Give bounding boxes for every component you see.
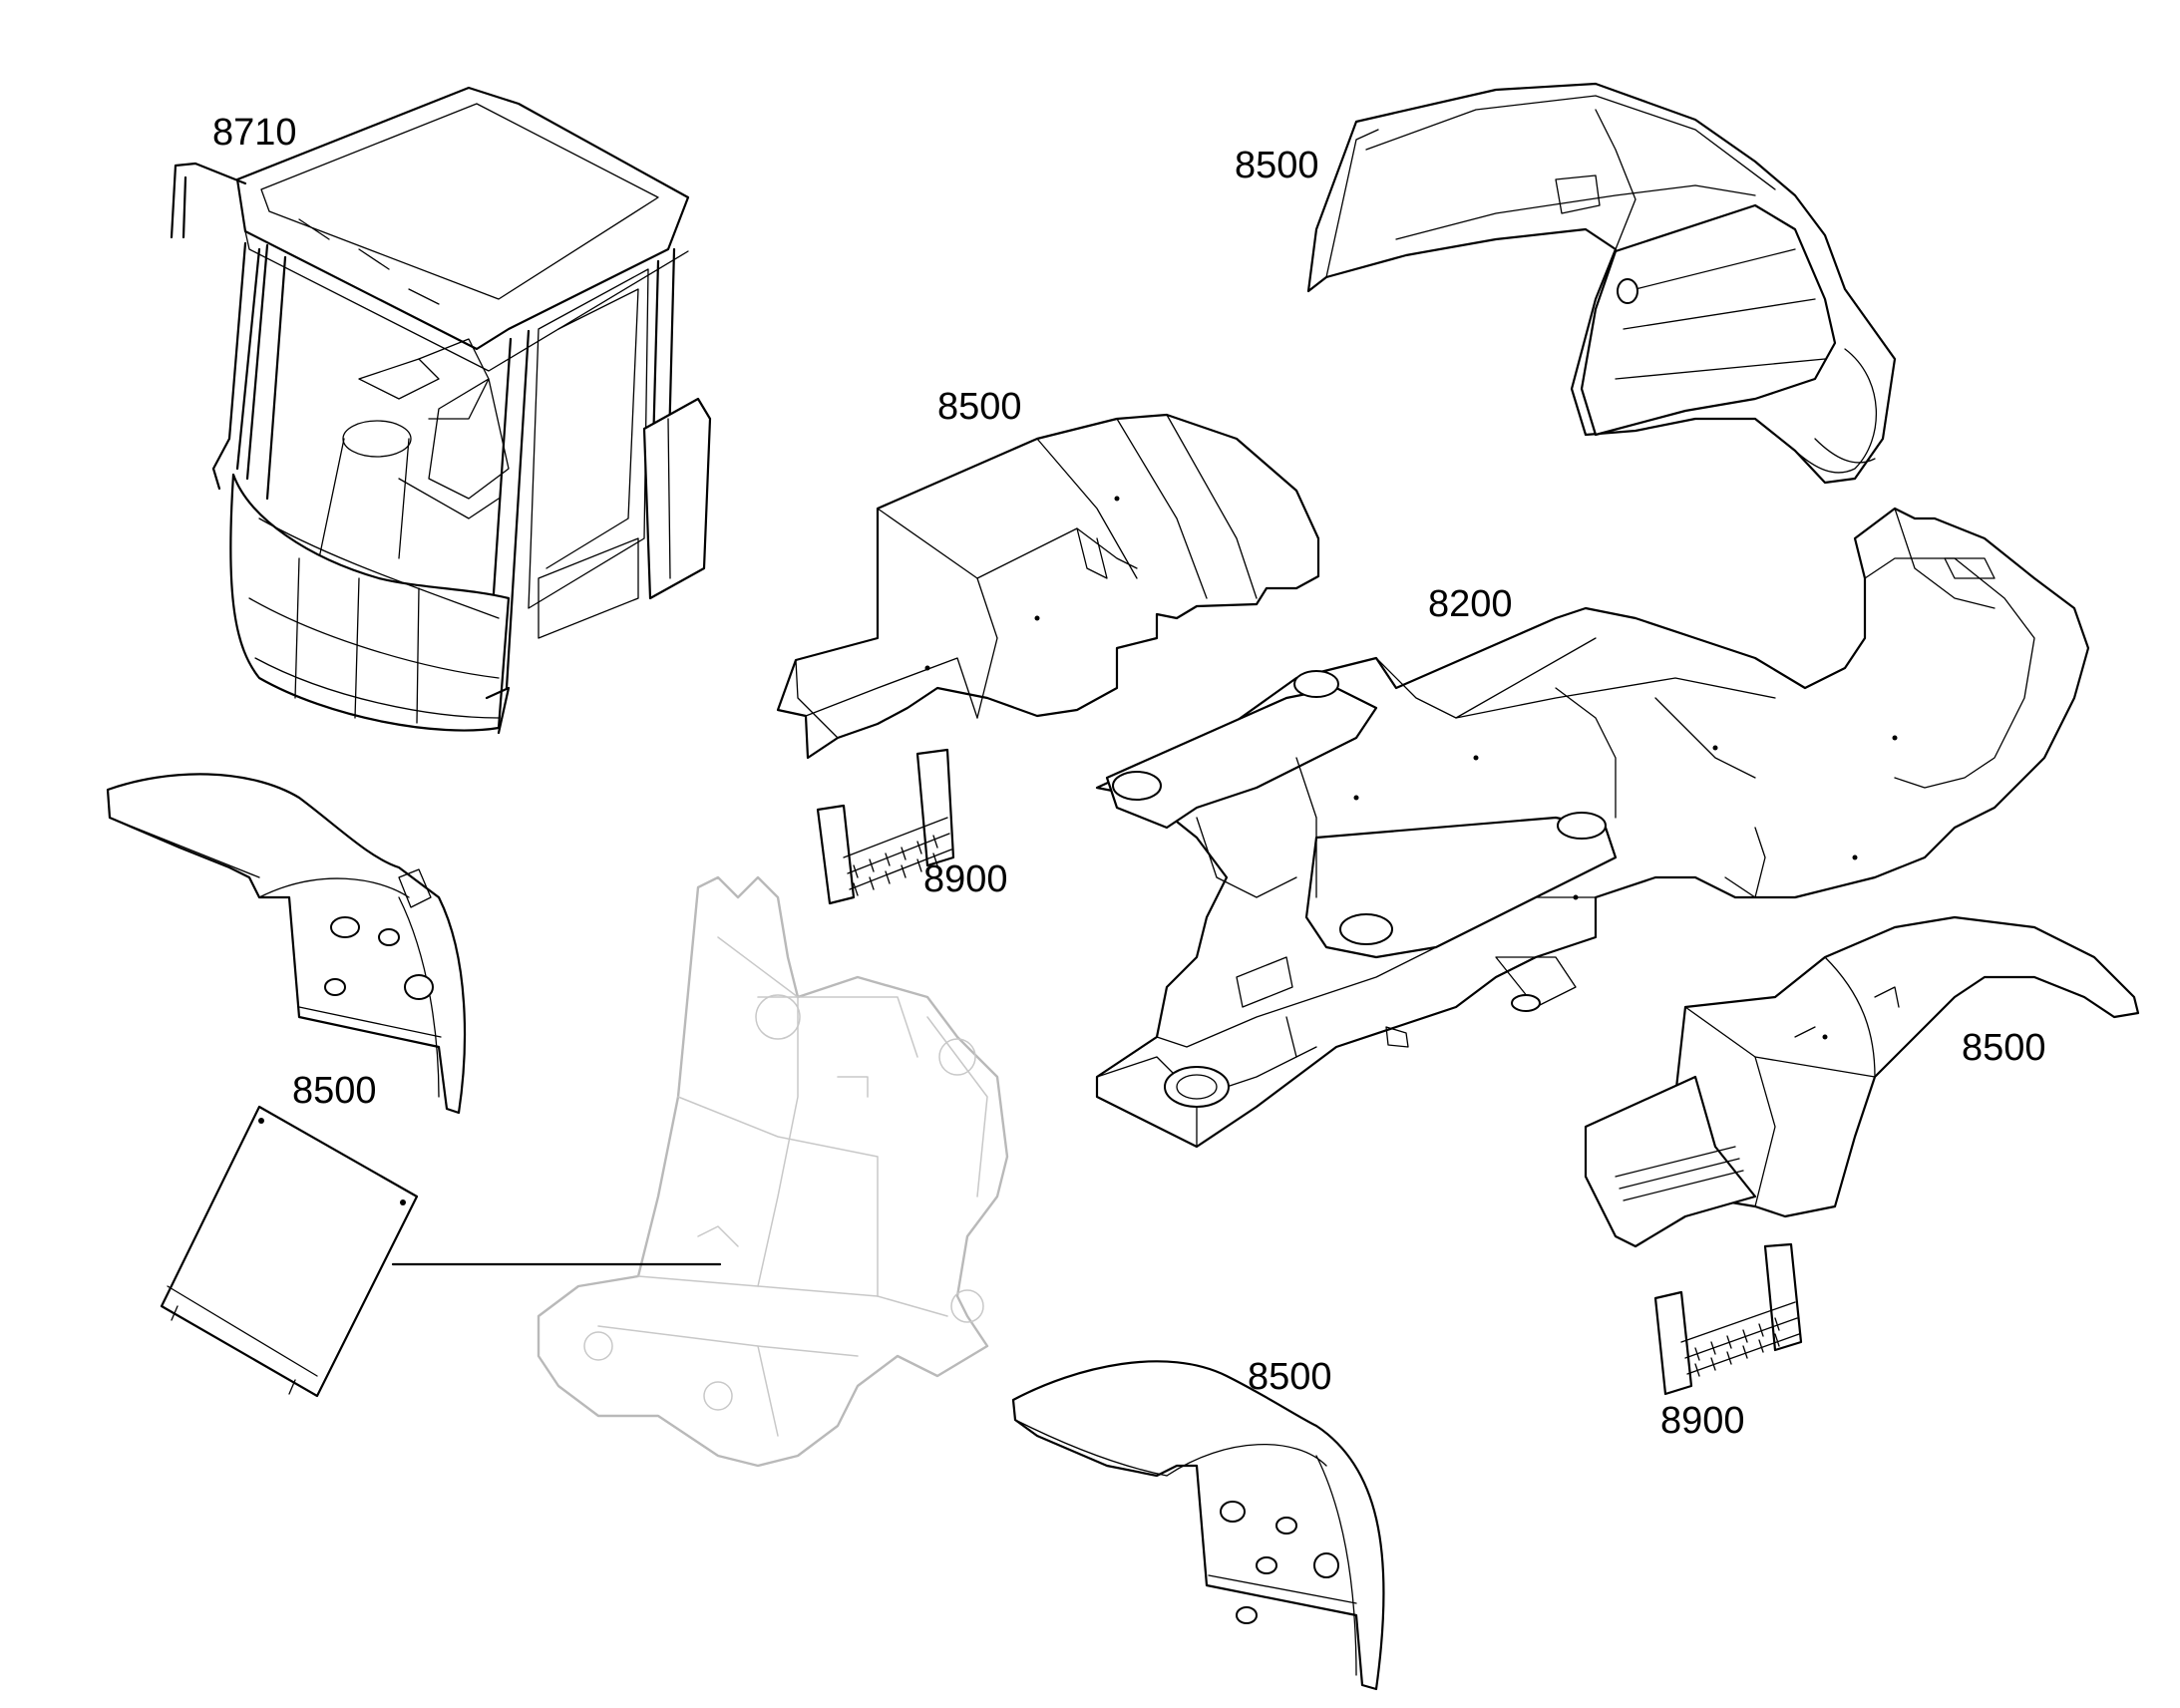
right-step-part[interactable]: 8900	[1653, 1242, 1803, 1442]
center-hood-label: 8500	[937, 386, 1022, 428]
rear-frame-label: 8200	[1428, 583, 1513, 625]
left-fender-part[interactable]: 8500	[106, 773, 467, 1115]
center-hood-part[interactable]: 8500	[776, 386, 1320, 760]
cover-plate-part[interactable]	[160, 1105, 722, 1398]
right-step-label: 8900	[1660, 1400, 1745, 1442]
center-step-label: 8900	[923, 858, 1008, 900]
right-fender-label: 8500	[1962, 1027, 2046, 1069]
front-frame-ghost-part	[537, 875, 1009, 1468]
center-step-part[interactable]: 8900	[816, 748, 1008, 905]
bottom-fender-label: 8500	[1248, 1356, 1332, 1398]
bottom-fender-part[interactable]: 8500	[1011, 1356, 1385, 1691]
left-fender-label: 8500	[292, 1070, 377, 1112]
rear-hood-label: 8500	[1235, 145, 1319, 186]
cab-label: 8710	[212, 112, 297, 154]
cab-part[interactable]: 8710	[170, 86, 712, 735]
rear-frame-part[interactable]: 8200	[1095, 507, 2090, 1149]
right-fender-part[interactable]: 8500	[1584, 915, 2140, 1248]
rear-hood-part[interactable]: 8500	[1235, 82, 1897, 485]
